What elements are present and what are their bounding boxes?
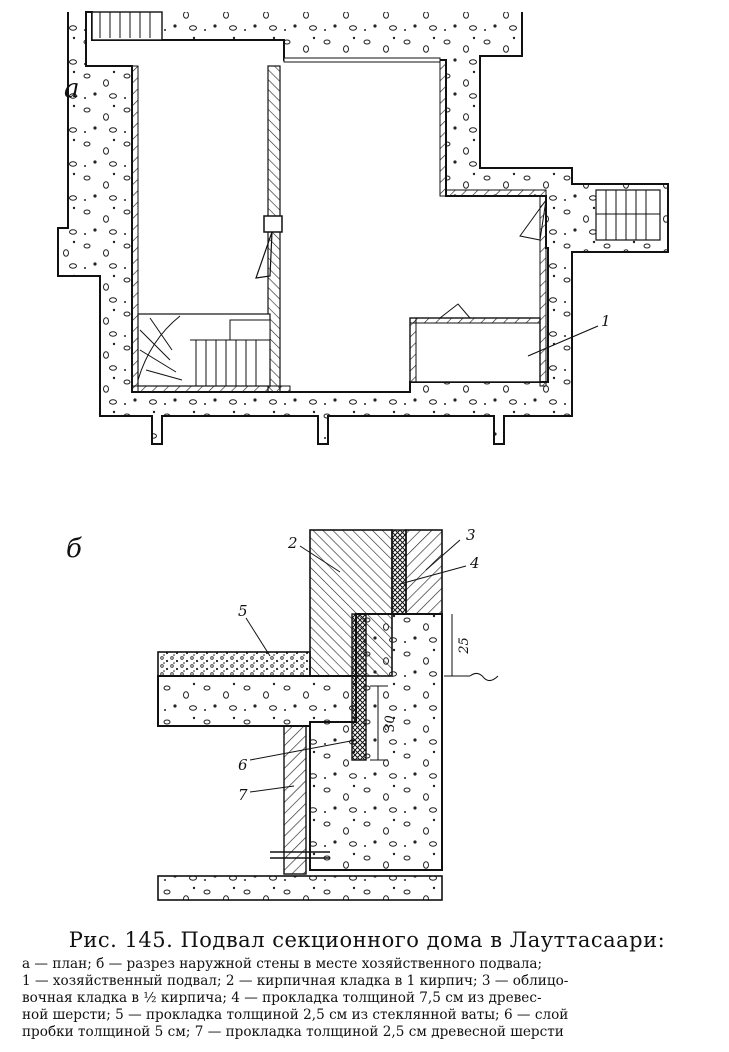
- panel-a-label: а: [64, 74, 80, 104]
- callout-6: 6: [238, 756, 248, 774]
- caption-line: ной шерсти; 5 — прокладка толщиной 2,5 с…: [22, 1007, 569, 1023]
- callout-1: 1: [601, 312, 611, 330]
- callout-2: 2: [288, 534, 298, 552]
- figure-drawing: [57, 11, 669, 901]
- caption-line: а — план; б — разрез наружной стены в ме…: [22, 956, 543, 972]
- callout-3: 3: [466, 526, 476, 544]
- caption-line: 1 — хозяйственный подвал; 2 — кирпичная …: [22, 973, 569, 989]
- figure-caption: Рис. 145. Подвал секционного дома в Лаут…: [22, 928, 712, 1041]
- dimension-25: 25: [456, 637, 472, 654]
- callout-7: 7: [238, 786, 248, 804]
- wall-section: [157, 529, 499, 901]
- caption-line: вочная кладка в ½ кирпича; 4 — прокладка…: [22, 990, 542, 1006]
- panel-b-label: б: [66, 534, 82, 564]
- callout-5: 5: [238, 602, 248, 620]
- basement-plan: [57, 11, 669, 445]
- caption-line: пробки толщиной 5 см; 7 — прокладка толщ…: [22, 1024, 564, 1040]
- caption-title: Рис. 145. Подвал секционного дома в Лаут…: [68, 928, 666, 952]
- caption-body: а — план; б — разрез наружной стены в ме…: [22, 956, 712, 1041]
- dimension-30: 30: [382, 715, 398, 732]
- callout-4: 4: [470, 554, 480, 572]
